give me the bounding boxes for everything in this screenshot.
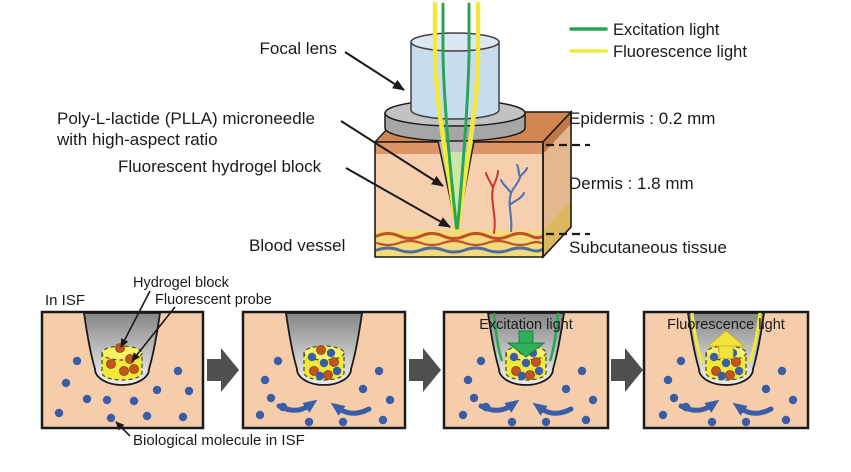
skin-right-outline xyxy=(542,109,572,260)
excitation-ray-left xyxy=(441,2,458,230)
microneedle-arrow xyxy=(340,120,444,187)
fluorescence-up-arrow xyxy=(706,330,746,359)
legend: Excitation light Fluorescence light xyxy=(569,21,747,61)
fluorescence-light-rays xyxy=(690,312,762,364)
microneedle-label-line1: Poly-L-lactide (PLLA) microneedle xyxy=(57,109,315,128)
blood-vessel-waves xyxy=(375,232,543,254)
skin-right-subcutaneous xyxy=(543,200,571,257)
process-diagram: Excitation light Fluorescence light xyxy=(40,275,810,449)
step-arrow-3 xyxy=(611,348,643,392)
hydrogel-arrow xyxy=(345,167,451,228)
blood-vessel-label: Blood vessel xyxy=(249,236,345,255)
hydrogel-block-arrow xyxy=(120,290,151,348)
excitation-light-rays xyxy=(492,312,560,362)
biological-molecule-label: Biological molecule in ISF xyxy=(133,432,305,449)
hydrogel-label: Fluorescent hydrogel block xyxy=(118,157,322,176)
hydrogel-block xyxy=(303,344,345,381)
legend-excitation-label: Excitation light xyxy=(613,21,720,39)
excitation-down-arrow xyxy=(506,330,546,358)
focal-lens-arrow xyxy=(344,51,405,91)
step-arrows xyxy=(207,348,643,392)
excitation-ray-right xyxy=(456,2,471,230)
fluorescent-probe-label: Fluorescent probe xyxy=(155,292,272,308)
dermis-capillaries xyxy=(485,164,528,234)
process-callout-arrows xyxy=(115,290,176,437)
legend-fluorescence-label: Fluorescence light xyxy=(613,43,747,61)
microneedle-label-line2: with high-aspect ratio xyxy=(56,130,218,149)
process-panel-3: Excitation light xyxy=(442,310,610,430)
fluorescent-probe-arrow xyxy=(131,306,176,362)
focal-lens-label: Focal lens xyxy=(260,39,337,58)
callout-arrows xyxy=(340,51,451,228)
hydrogel-block-label: Hydrogel block xyxy=(133,275,230,291)
process-panel-2 xyxy=(241,310,407,430)
step-arrow-1 xyxy=(207,348,239,392)
light-rays xyxy=(432,1,481,232)
panel4-title: Fluorescence light xyxy=(667,317,785,333)
biological-molecule-arrow xyxy=(115,421,131,437)
process-panel-1 xyxy=(40,310,205,430)
apparatus-diagram: Focal lens Poly-L-lactide (PLLA) microne… xyxy=(56,1,747,260)
epidermis-label: Epidermis : 0.2 mm xyxy=(569,109,715,128)
panel3-title: Excitation light xyxy=(479,317,573,333)
step-arrow-2 xyxy=(409,348,441,392)
hydrogel-block xyxy=(101,342,143,381)
dermis-label: Dermis : 1.8 mm xyxy=(569,174,694,193)
skin-right-epidermis xyxy=(543,112,571,154)
focal-lens xyxy=(410,32,500,120)
subcutaneous-label: Subcutaneous tissue xyxy=(569,238,727,257)
in-isf-label: In ISF xyxy=(45,292,85,309)
process-panel-4: Fluorescence light xyxy=(642,310,810,430)
skin-right-dermis xyxy=(543,124,571,230)
